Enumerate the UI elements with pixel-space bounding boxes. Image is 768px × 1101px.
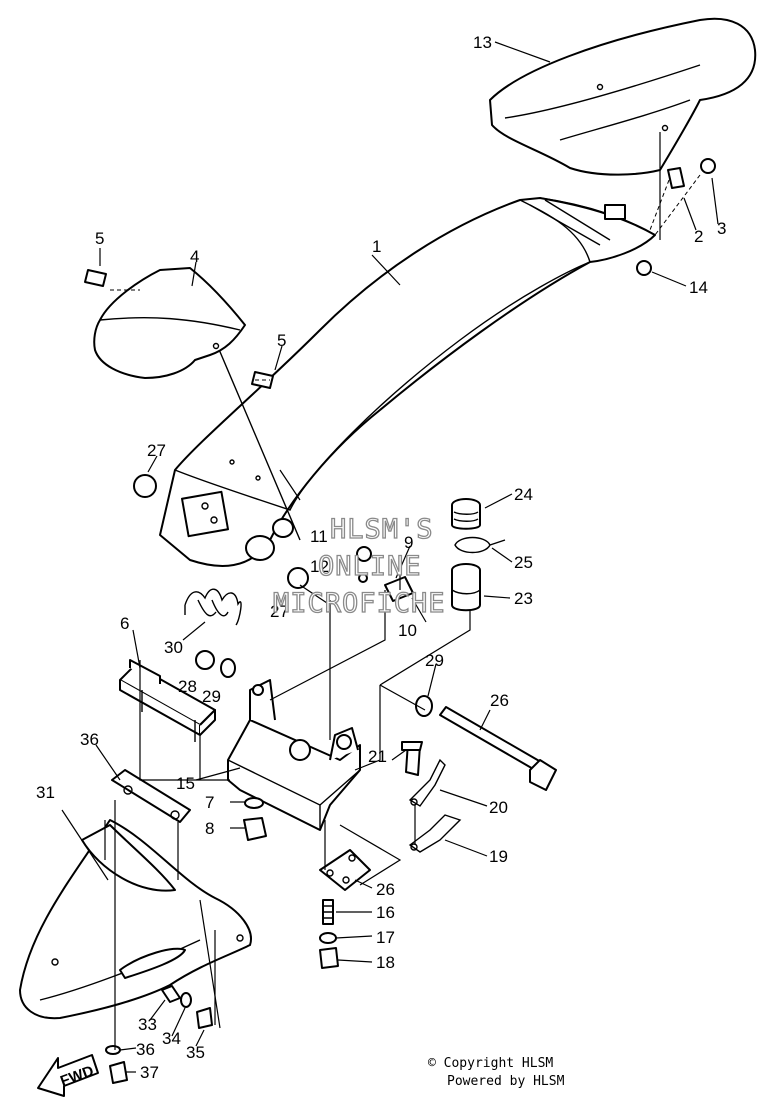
- callout-leaders: [61, 41, 719, 1073]
- part-1-main-boom: [159, 197, 656, 567]
- callout-9: 9: [404, 533, 413, 552]
- copyright-text: © Copyright HLSM: [428, 1056, 553, 1071]
- callout-37: 37: [140, 1063, 159, 1082]
- copyright-block: © Copyright HLSM Powered by HLSM: [428, 1056, 565, 1089]
- watermark: HLSM'S ONLINE MICROFICHE: [272, 513, 446, 619]
- clamps-19-20-21: [401, 741, 462, 853]
- callout-26: 26: [490, 691, 509, 710]
- fasteners-upper: [84, 158, 716, 602]
- callout-5a: 5: [95, 229, 104, 248]
- part-4-front-cap: [93, 267, 246, 379]
- callout-10: 10: [398, 621, 417, 640]
- callout-12: 12: [310, 557, 329, 576]
- callout-1: 1: [372, 237, 381, 256]
- callout-22: 23: [514, 589, 533, 608]
- callout-4: 4: [190, 247, 199, 266]
- callout-24: 25: [514, 553, 533, 572]
- callout-21: 21: [368, 747, 387, 766]
- fwd-arrow-icon: FWD: [37, 1054, 99, 1097]
- callout-13: 13: [473, 33, 492, 52]
- callout-5b: 5: [277, 331, 286, 350]
- watermark-line-2: ONLINE: [318, 551, 422, 582]
- callout-27b: 27: [270, 602, 289, 621]
- callout-30: 30: [164, 638, 183, 657]
- callout-29a: 29: [202, 687, 221, 706]
- callout-8: 8: [205, 819, 214, 838]
- callout-35: 36: [80, 730, 99, 749]
- part-35-bracket: [111, 769, 191, 823]
- callout-31: 31: [36, 783, 55, 802]
- callout-19: 19: [489, 847, 508, 866]
- watermark-line-1: HLSM'S: [330, 514, 434, 545]
- callout-36: 36: [136, 1040, 155, 1059]
- callout-7: 7: [205, 793, 214, 812]
- callout-18: 18: [376, 953, 395, 972]
- powered-by-text: Powered by HLSM: [447, 1074, 565, 1089]
- bushing-stack: [451, 498, 506, 612]
- part-6-bracket: [119, 659, 216, 742]
- washers-28-29: [195, 650, 433, 717]
- callout-28: 28: [178, 677, 197, 696]
- assembly-lines: [104, 132, 701, 1050]
- callout-3: 3: [717, 219, 726, 238]
- part-31-hood: [19, 819, 252, 1020]
- small-parts-lower: [105, 985, 213, 1084]
- callout-6: 6: [120, 614, 129, 633]
- callout-34: 35: [186, 1043, 205, 1062]
- callout-25: 26: [376, 880, 395, 899]
- callout-16: 16: [376, 903, 395, 922]
- callout-11: 11: [310, 527, 328, 546]
- items-7-8: [243, 797, 267, 841]
- callout-17: 17: [376, 928, 395, 947]
- watermark-line-3: MICROFICHE: [273, 588, 446, 619]
- part-26-long-bolt: [439, 706, 557, 791]
- callout-labels: 13 1 4 5 5 2 3 14 27 24 25 23 11 12 9 10…: [36, 33, 726, 1082]
- callout-2: 2: [694, 227, 703, 246]
- callout-14: 14: [689, 278, 708, 297]
- callout-23: 24: [514, 485, 533, 504]
- part-13-tail-cover: [489, 17, 757, 176]
- part-30-spring: [184, 588, 242, 626]
- callout-27a: 27: [147, 441, 166, 460]
- callout-20: 20: [489, 798, 508, 817]
- callout-29b: 29: [425, 651, 444, 670]
- plate-25-stud-16: [319, 849, 371, 969]
- callout-15: 15: [176, 774, 195, 793]
- part-15-base-mount: [227, 679, 361, 831]
- callout-32: 33: [138, 1015, 157, 1034]
- callout-33: 34: [162, 1029, 181, 1048]
